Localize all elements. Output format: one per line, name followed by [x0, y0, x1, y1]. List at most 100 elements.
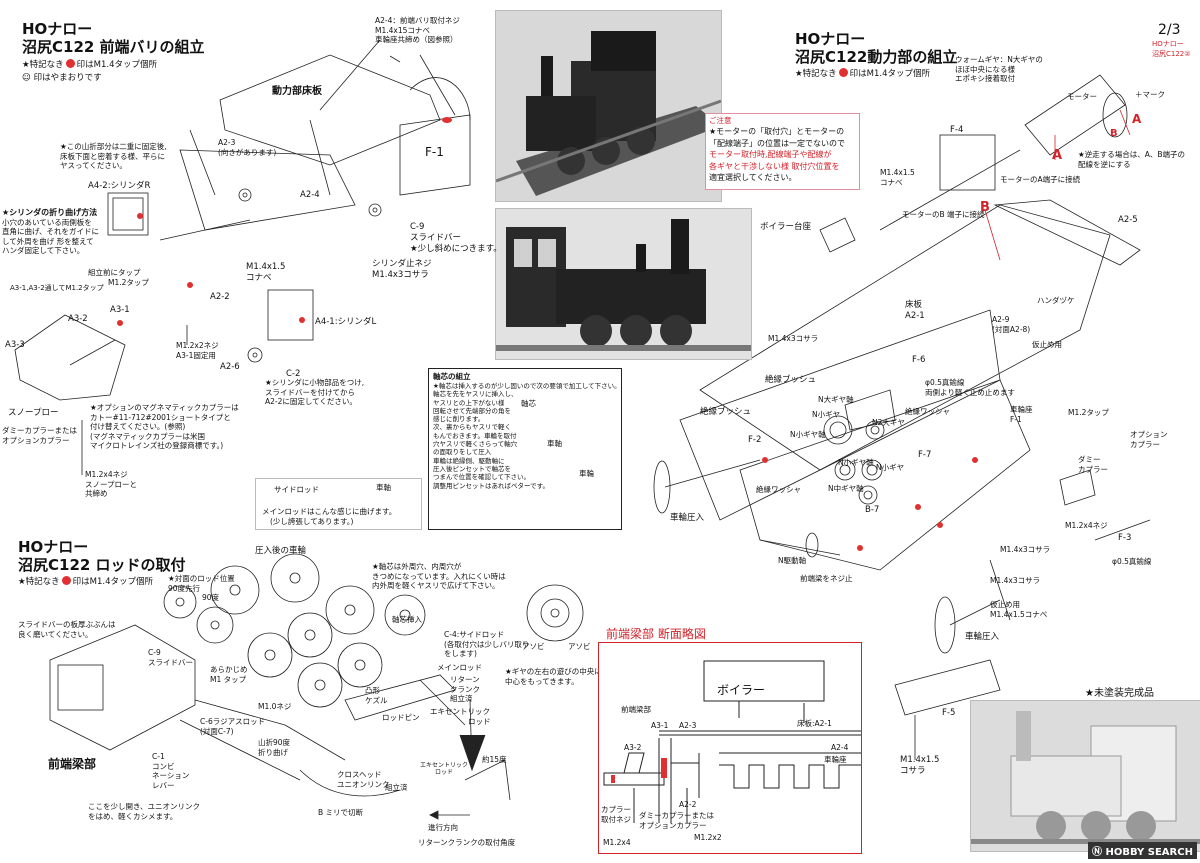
section-option: オプションカプラー	[639, 820, 707, 830]
sec1-title-line2: 沼尻C122 前端バリの組立	[22, 38, 205, 56]
label-m14x3-a: M1.4x3コサラ	[768, 334, 819, 343]
main-rod-sketch-box: サイドロッド 車軸 メインロッドはこんな感じに曲げます。 (少し誇張してあります…	[255, 478, 422, 530]
sec3-title-line2: 沼尻C122 ロッドの取付	[18, 556, 186, 574]
axle-note-3: ヤスリとの上下がない様	[433, 398, 505, 407]
label-f3: F-3	[1118, 533, 1132, 543]
section-coupler-2: 取付ネジ	[601, 814, 631, 824]
page-number: 2/3	[1158, 22, 1181, 38]
label-n-small-gear: N小ギヤ	[812, 410, 841, 419]
note-cylinder-parts-1: ★シリンダに小物部品をつけ,	[265, 378, 365, 387]
label-eccentric-2: ロッド	[468, 716, 491, 726]
wheel-detail-circle	[526, 584, 584, 642]
label-jikushin: 軸芯	[521, 399, 536, 408]
label-yamaori-90-2: 折り曲げ	[258, 747, 288, 757]
label-c4-side-rod: C-4:サイドロッド (各取付穴は少しバリ取り をします)	[444, 630, 529, 659]
section-floor: 床板:A2-1	[797, 719, 832, 728]
label-a29: A2-9 (対面A2-8)	[992, 315, 1030, 334]
label-insulating-washer: 絶縁ワッシャ	[905, 407, 950, 416]
label-c1-3: ネーション	[152, 771, 190, 780]
label-snowplow: スノープロー	[8, 408, 59, 418]
label-f6: F-6	[912, 355, 926, 365]
note-reverse-1: ★逆走する場合は、A、B端子の	[1078, 150, 1185, 159]
label-a25: A2-5	[1118, 215, 1138, 225]
red-dot-icon	[65, 59, 75, 68]
note-magnematic-4: (マグネマティックカプラーは米国	[90, 431, 205, 441]
label-yamaori-90-1: 山折90度	[258, 738, 291, 747]
label-a31-a32-tap: A3-1,A3-2通してM1.2タップ	[10, 284, 104, 292]
label-motor-a-terminal: モーターのA端子に接続	[1000, 175, 1081, 184]
label-crosshead: クロスヘッド ユニオンリンク	[337, 770, 390, 789]
label-f2: F-2	[748, 435, 762, 445]
caution-1: ★モーターの「取付穴」とモーターの	[709, 127, 845, 136]
label-play-right: アソビ	[568, 642, 591, 651]
axle-note-13: 調整用ピンセットはあればベターです。	[433, 481, 549, 490]
label-c4-2: (各取付穴は少しバリ取り	[444, 639, 530, 649]
label-c9b-2: スライドバー	[148, 657, 193, 667]
section-m12x2: M1.2x2	[694, 833, 722, 842]
note-union-link-2: をはめ、軽くカシメます。	[88, 811, 178, 821]
sec2-title-line1: HOナロー	[795, 30, 866, 48]
label-return-crank: リターン クランク 組立済	[450, 675, 480, 704]
axle-assembly-box: 軸芯の組立 ★軸芯は挿入するのが少し固いので次の要領で加工して下さい。 軸芯を先…	[428, 368, 622, 530]
unpainted-product-photo-art	[971, 701, 1200, 851]
label-convex-shave: 凸形 ケズル	[365, 686, 388, 705]
label-floor-a21-2: A2-1	[905, 311, 925, 321]
label-c9b-1: C-9	[148, 648, 161, 657]
snowplow-outline	[14, 314, 126, 401]
label-m14x15-a2: コナベ	[246, 273, 272, 283]
label-plus-mark: ＋マーク	[1135, 90, 1165, 99]
label-cylinder-stop-2: M1.4x3コサラ	[372, 270, 429, 280]
label-a24-line2: M1.4x15コナベ	[375, 25, 430, 35]
section-diagram-box: ボイラー 前端梁部 A3-1 A2-3 床板:A2-1 A2-4 車輪座 A3-…	[598, 642, 862, 854]
note-magnematic-1: ★オプションのマグネマティックカプラーは	[90, 403, 239, 412]
label-cylinder-stop: シリンダ止ネジ M1.4x3コサラ	[372, 259, 432, 281]
label-worm-gear-1: ウォームギヤ：N大ギヤの	[955, 55, 1043, 64]
red-dot-icon	[838, 68, 848, 77]
label-shaji: 車軸	[547, 439, 562, 448]
label-boiler-base: ボイラー台座	[760, 222, 812, 232]
motor-outline	[1024, 74, 1126, 156]
note-magnematic-2: カトー#11-712#2001ショートタイプと	[90, 412, 231, 422]
axle-note-1: ★軸芯は挿入するのが少し固いので次の要領で加工して下さい。	[433, 382, 621, 390]
label-m12x4-snowplow-2: スノープローと	[85, 479, 138, 489]
label-a32: A3-2	[68, 314, 88, 324]
sec1-tap-note-b: 印はM1.4タップ個所	[76, 60, 157, 70]
locomotive-photo-top	[495, 10, 722, 202]
axle-note-7: もんでおきます。車輪を取付	[433, 431, 517, 440]
label-dummy-coupler: ダミーカプラーまたは オプションカプラー	[2, 426, 77, 445]
label-a42-cylinder-r: A4-2:シリンダR	[88, 181, 151, 191]
note-slidebar: スライドバーの板厚ぶぶんは 良く磨いてください。	[18, 620, 116, 639]
axle-note-8: 穴ヤスリで軽くさらって軸穴	[433, 440, 518, 449]
note-gear-center: ★ギヤの左右の遊びの中央に 中心をもってきます。	[505, 667, 602, 686]
label-a24-screw: A2-4：前端バリ取付ネジ M1.4x15コナベ 車輪座共締め（図参照）	[375, 16, 460, 45]
axle-note-11: 圧入後ピンセットで軸芯を	[433, 464, 511, 473]
label-c6-1: C-6ラジアスロッド	[200, 717, 266, 726]
sec2-title-line2: 沼尻C122動力部の組立	[795, 48, 958, 66]
brand-text: HOBBY SEARCH	[1105, 847, 1193, 858]
label-n-small-axle-2: N小ギヤ軸	[838, 458, 874, 467]
label-wheels-after-press: 圧入後の車輪	[255, 546, 307, 556]
label-m12tap: M1.2タップ	[1068, 408, 1109, 417]
label-dummy-coupler-2: オプションカプラー	[2, 435, 70, 445]
label-m14x3-b: M1.4x3コサラ	[1000, 545, 1051, 554]
label-play-left: アソビ	[522, 642, 545, 651]
wheel-left	[653, 460, 671, 514]
label-wheel-seat-2: F-1	[1010, 414, 1022, 424]
label-m14x15-motor: M1.4x1.5 コナベ	[880, 168, 915, 187]
brand-logo-icon: Ⓝ	[1092, 847, 1106, 858]
note-union-link: ここを少し開き、ユニオンリンク をはめ、軽くカシメます。	[88, 802, 200, 821]
caution-title: ご注意	[709, 116, 732, 125]
label-n-medium-axle: N中ギヤ軸	[828, 484, 864, 493]
label-axle-insert: 軸芯挿入	[392, 615, 422, 624]
label-a24-line3: 車輪座共締め（図参照）	[375, 35, 458, 44]
label-worm-gear-3: エポキシ接着取付	[955, 74, 1015, 83]
section-boiler: ボイラー	[717, 683, 766, 697]
front-beam-3d	[49, 624, 196, 751]
label-main-rod: メインロッド	[437, 663, 482, 672]
label-option-coupler-2: カプラー	[1130, 439, 1160, 449]
label-option-coupler: オプション カプラー	[1130, 430, 1168, 449]
smile-icon: ☺	[22, 73, 31, 83]
note-magnematic-3: 付け替えてください。(参照)	[90, 422, 186, 431]
label-rod-position: ★対面のロッド位置 90度先行	[168, 574, 235, 593]
label-c4-1: C-4:サイドロッド	[444, 630, 505, 639]
